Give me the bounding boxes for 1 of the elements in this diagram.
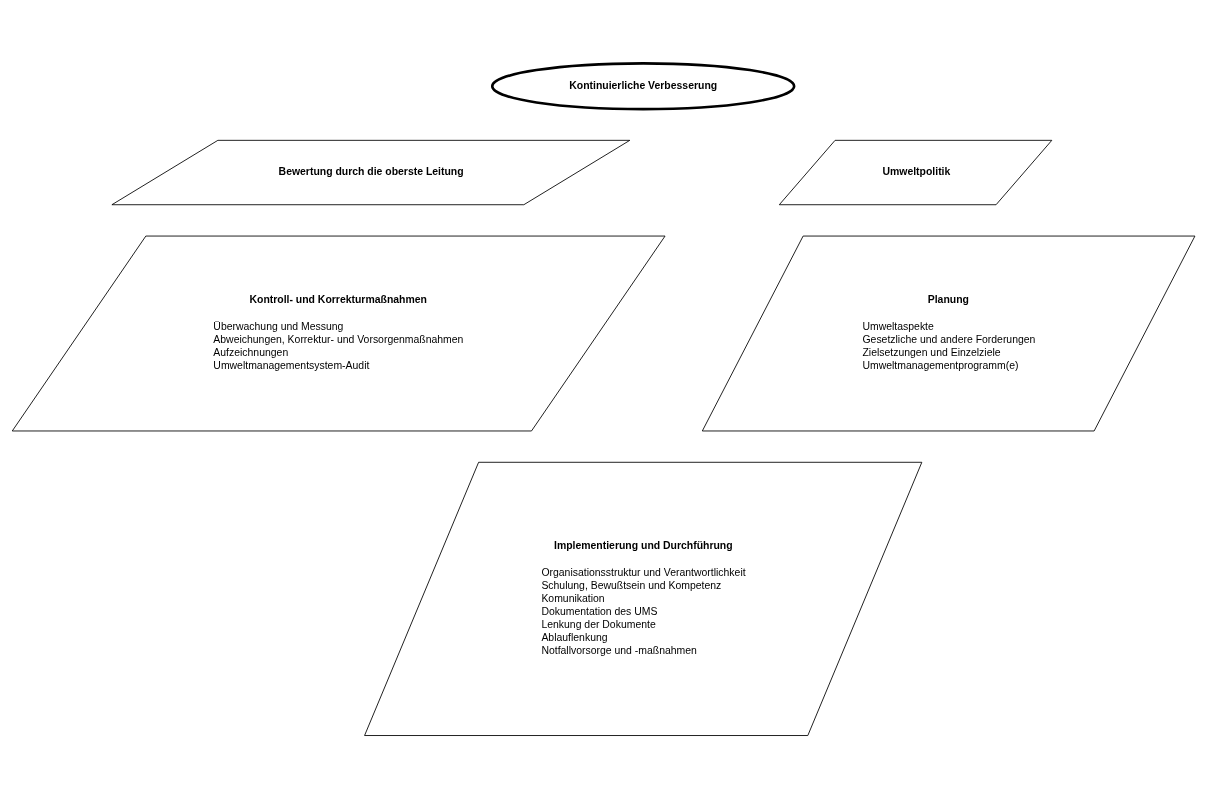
node-ellipse: Kontinuierliche Verbesserung bbox=[490, 62, 796, 111]
